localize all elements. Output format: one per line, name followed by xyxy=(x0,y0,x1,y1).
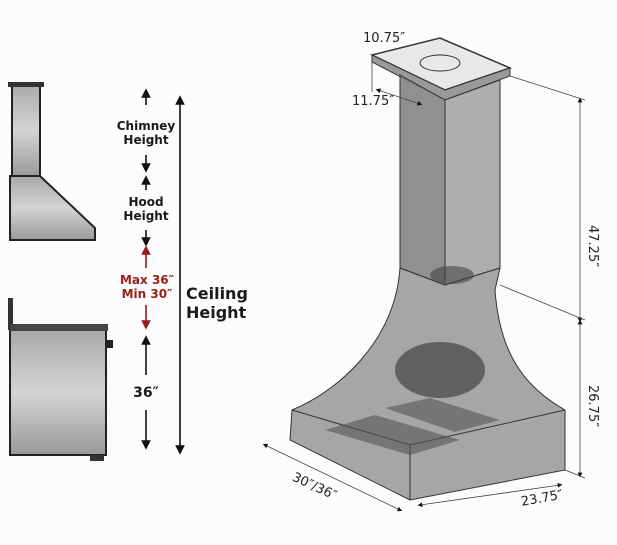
dimension-arrows xyxy=(141,88,185,455)
label-line: Height xyxy=(186,303,247,322)
hood-dimension-lines xyxy=(262,62,586,512)
ceiling-height-label: Ceiling Height xyxy=(186,284,248,322)
hood-height-dimension: 26.75″ xyxy=(585,385,600,428)
label-line: Max 36″ xyxy=(119,273,175,287)
label-line: Min 30″ xyxy=(121,287,173,301)
label-line: Height xyxy=(123,133,169,147)
hood-height-label: Hood Height xyxy=(112,195,180,223)
chimney-height-label: Chimney Height xyxy=(112,119,180,147)
counter-height-label: 36″ xyxy=(133,385,159,401)
clearance-label: Max 36″ Min 30″ xyxy=(112,273,182,301)
label-line: Chimney xyxy=(116,119,176,133)
label-line: Ceiling xyxy=(186,284,248,303)
top-width-dimension: 10.75″ xyxy=(363,31,406,46)
side-view-hood xyxy=(8,82,96,241)
chimney-height-dimension: 47.25″ xyxy=(585,225,600,268)
top-depth-dimension: 11.75″ xyxy=(352,94,395,109)
label-line: Height xyxy=(123,209,169,223)
hood-3d-view xyxy=(289,37,566,501)
label-line: Hood xyxy=(128,195,164,209)
side-view-range xyxy=(8,298,113,461)
